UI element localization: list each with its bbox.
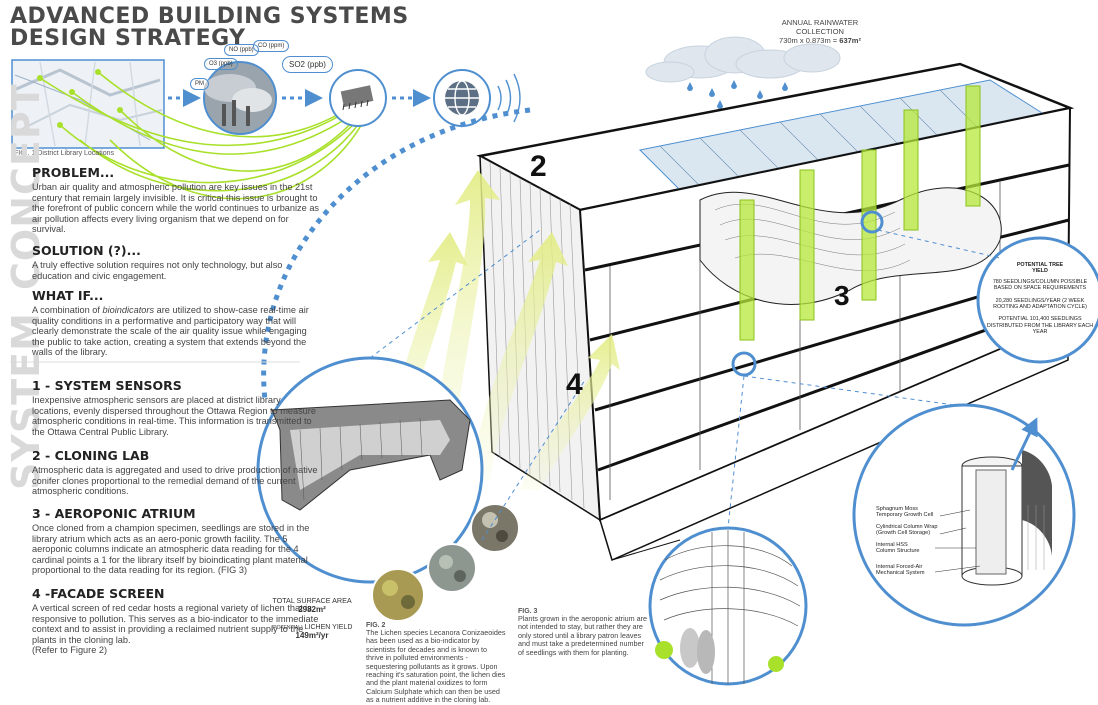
- column-label-1b: Temporary Growth Cell: [876, 512, 934, 519]
- aeroponic-atrium-heading: 3 - AEROPONIC ATRIUM: [32, 506, 196, 521]
- problem-section: PROBLEM... Urban air quality and atmosph…: [32, 165, 320, 235]
- tree-yield-text: POTENTIAL TREE YIELD 780 SEEDLINGS/COLUM…: [986, 262, 1094, 336]
- cloning-lab-heading: 2 - CLONING LAB: [32, 448, 150, 463]
- pollution-tag-o3: O3 (ppb): [204, 58, 238, 70]
- fig3-text: Plants grown in the aeroponic atrium are…: [518, 614, 648, 657]
- whatif-heading: WHAT IF...: [32, 288, 104, 303]
- airflow-arrows: [380, 170, 620, 490]
- globe-circle: [433, 69, 521, 127]
- cloning-lab-section: 2 - CLONING LAB Atmospheric data is aggr…: [32, 448, 320, 497]
- aeroponic-atrium-text: Once cloned from a champion specimen, se…: [32, 523, 310, 576]
- fig2-block: FIG. 2 The Lichen species Lecanora Coniz…: [366, 622, 506, 705]
- fig2-text: The Lichen species Lecanora Conizaeoides…: [366, 628, 506, 705]
- lichen-photo-circles: [371, 503, 520, 622]
- pollution-tag-pm: PM: [190, 78, 209, 90]
- diagram-canvas: [10, 36, 1098, 686]
- building-number-3: 3: [834, 280, 850, 311]
- atrium-interior-circle: [648, 526, 808, 686]
- lichen-yield-label: LICHEN YIELD: [302, 624, 353, 631]
- tree-yield-title-2: YIELD: [1032, 268, 1048, 275]
- fig2-label: FIG. 2: [366, 622, 386, 629]
- title-line-1: ADVANCED BUILDING SYSTEMS: [10, 4, 409, 29]
- cloning-lab-text: Atmospheric data is aggregated and used …: [32, 465, 318, 497]
- column-label-3: Internal HSS Column Structure: [876, 542, 920, 555]
- column-label-4b: Mechanical System: [876, 570, 925, 577]
- facade-screen-ref: (Refer to Figure 2): [32, 645, 108, 656]
- pollution-tag-co: CO (ppm): [253, 40, 290, 52]
- page-title: ADVANCED BUILDING SYSTEMS DESIGN STRATEG…: [10, 6, 409, 50]
- solution-heading: SOLUTION (?)...: [32, 243, 141, 258]
- facade-screen-heading: 4 -FACADE SCREEN: [32, 586, 165, 601]
- whatif-text-a: A combination of: [32, 305, 103, 315]
- dashed-connectors: [369, 229, 1001, 541]
- fig3-label: FIG. 3: [518, 608, 538, 615]
- tree-yield-title-1: POTENTIAL TREE: [1016, 262, 1064, 268]
- rainwater-label: ANNUAL RAINWATER COLLECTION 730m x 0.873…: [760, 18, 880, 45]
- column-label-1a: Sphagnum Moss: [876, 506, 918, 512]
- surface-area-value: 2982m²: [298, 605, 326, 614]
- system-dashed-arc: [261, 107, 531, 401]
- lichen-yield-value: 149m²/yr: [295, 631, 329, 640]
- surface-area-label: TOTAL SURFACE AREA: [272, 596, 352, 605]
- sensor-circle: [329, 69, 387, 127]
- tree-yield-line-1: 780 SEEDLINGS/COLUMN POSSIBLE BASED ON S…: [992, 278, 1088, 292]
- aeroponic-atrium-section: 3 - AEROPONIC ATRIUM Once cloned from a …: [32, 506, 320, 576]
- whatif-section: WHAT IF... A combination of bioindicator…: [32, 288, 320, 358]
- building-number-2: 2: [530, 150, 547, 183]
- problem-heading: PROBLEM...: [32, 165, 115, 180]
- lichen-yield-prefix: (POTENTIAL): [271, 625, 303, 631]
- system-sensors-heading: 1 - SYSTEM SENSORS: [32, 378, 182, 393]
- system-sensors-text: Inexpensive atmospheric sensors are plac…: [32, 395, 316, 437]
- column-label-3a: Internal HSS: [876, 542, 908, 548]
- column-label-4: Internal Forced-Air Mechanical System: [876, 564, 925, 577]
- tree-yield-line-3: POTENTIAL 101,400 SEEDLINGS DISTRIBUTED …: [986, 316, 1094, 336]
- rainwater-formula: 730m x 0.873m =: [779, 36, 840, 45]
- rainwater-title: ANNUAL RAINWATER COLLECTION: [781, 18, 859, 36]
- aeroponic-columns: [739, 85, 981, 341]
- marker-circles: [731, 210, 884, 377]
- facade-screen-text: A vertical screen of red cedar hosts a r…: [32, 603, 319, 645]
- whatif-text: A combination of bioindicators are utili…: [32, 305, 320, 358]
- pollution-circle: [203, 61, 277, 135]
- column-label-4a: Internal Forced-Air: [876, 564, 923, 570]
- rainwater-formula-line: 730m x 0.873m = 637m²: [760, 36, 880, 45]
- map-caption: FIG . 1 District Library Locations: [14, 150, 114, 157]
- column-detail-circle: [852, 403, 1076, 627]
- rain-clouds: [645, 36, 841, 83]
- column-label-1: Sphagnum Moss Temporary Growth Cell: [876, 506, 933, 519]
- title-line-2: DESIGN STRATEGY: [10, 26, 246, 51]
- facade-screen-section: 4 -FACADE SCREEN A vertical screen of re…: [32, 586, 320, 656]
- column-label-2a: Cylindrical Column Wrap: [876, 524, 938, 530]
- surface-area-block: TOTAL SURFACE AREA 2982m² (POTENTIAL) LI…: [262, 596, 362, 640]
- whatif-text-em: bioindicators: [102, 305, 155, 315]
- fig3-block: FIG. 3 Plants grown in the aeroponic atr…: [518, 608, 650, 657]
- column-label-2: Cylindrical Column Wrap (Growth Cell Sto…: [876, 524, 937, 537]
- tree-yield-line-2: 20,280 SEEDLINGS/YEAR (2 WEEK ROOTING AN…: [993, 297, 1087, 311]
- system-sensors-section: 1 - SYSTEM SENSORS Inexpensive atmospher…: [32, 378, 320, 437]
- building-number-4: 4: [566, 368, 583, 401]
- column-label-2b: (Growth Cell Storage): [876, 530, 931, 537]
- pollution-tag-so2: SO2 (ppb): [282, 56, 333, 73]
- sensor-data-lines: [39, 71, 363, 200]
- solution-text: A truly effective solution requires not …: [32, 260, 283, 281]
- solution-section: SOLUTION (?)... A truly effective soluti…: [32, 243, 320, 281]
- tree-yield-circle: [976, 236, 1098, 364]
- rainwater-result: 637m²: [839, 36, 861, 45]
- column-label-3b: Column Structure: [876, 548, 920, 555]
- whatif-text-b: are utilized to show-case real-time air …: [32, 305, 309, 358]
- problem-text: Urban air quality and atmospheric pollut…: [32, 182, 320, 235]
